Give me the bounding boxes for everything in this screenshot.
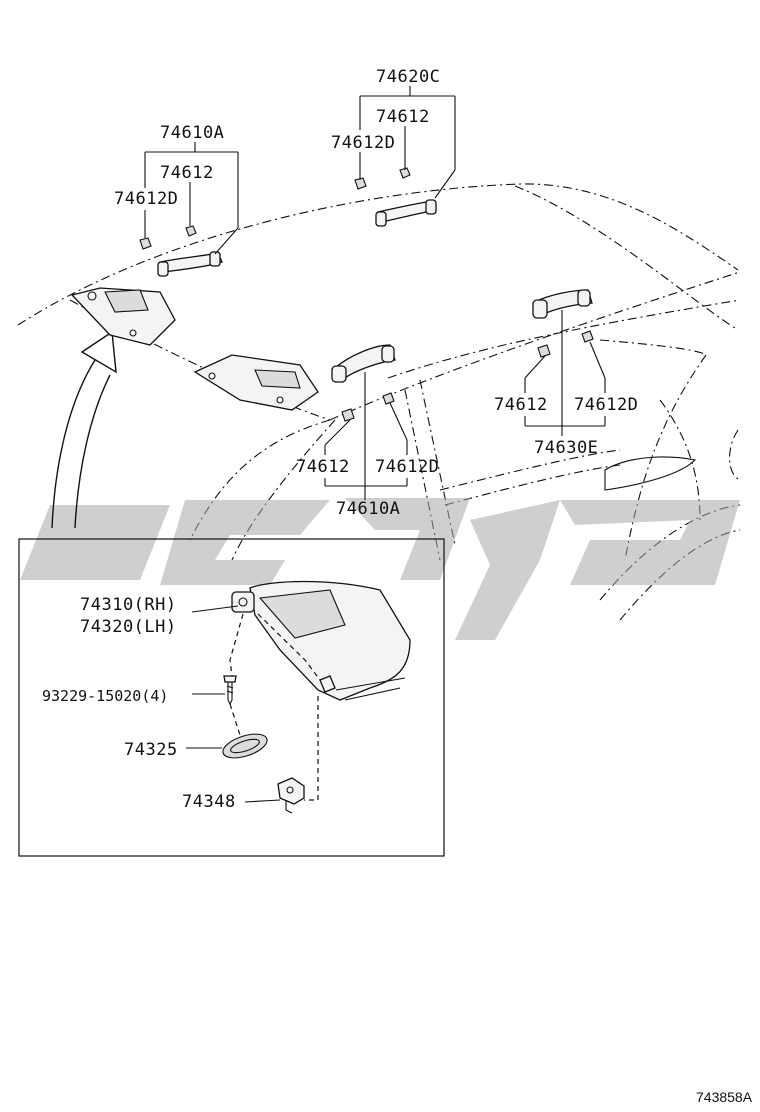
label-visor-holder: 74348 xyxy=(182,792,236,812)
visor-cover-part xyxy=(222,733,268,759)
label-visor-cover: 74325 xyxy=(124,740,178,760)
leaders-front-right xyxy=(359,86,456,199)
detail-inset-frame xyxy=(18,538,445,857)
visor-holder-part xyxy=(277,777,305,814)
label-visor-lh: 74320(LH) xyxy=(80,617,177,637)
watermark-logo xyxy=(20,498,740,640)
label-grip-clip-center: 74612D xyxy=(375,457,439,477)
assist-grip-rear xyxy=(532,289,594,358)
leaders-rear xyxy=(524,310,606,436)
callout-arrow xyxy=(51,330,117,529)
label-assist-grip-front-left: 74610A xyxy=(160,123,224,143)
assist-grip-center xyxy=(331,344,396,422)
label-grip-cover-rear: 74612 xyxy=(494,395,548,415)
label-assist-grip-rear: 74630E xyxy=(534,438,598,458)
label-grip-clip-front-right: 74612D xyxy=(331,133,395,153)
label-grip-cover-front-left: 74612 xyxy=(160,163,214,183)
label-grip-clip-rear: 74612D xyxy=(574,395,638,415)
label-visor-rh: 74310(RH) xyxy=(80,595,177,615)
label-screw: 93229-15020(4) xyxy=(42,687,168,705)
label-grip-cover-front-right: 74612 xyxy=(376,107,430,127)
label-assist-grip-front-right: 74620C xyxy=(376,67,440,87)
leaders-front-left xyxy=(144,142,239,255)
screw-part xyxy=(223,675,237,706)
label-assist-grip-center: 74610A xyxy=(336,499,400,519)
leaders-inset xyxy=(186,605,281,803)
assembly-lines xyxy=(229,613,321,801)
diagram-id: 743858A xyxy=(696,1089,753,1105)
leaders-center xyxy=(324,372,408,500)
visor-left-on-roof xyxy=(70,287,176,346)
label-grip-clip-front-left: 74612D xyxy=(114,189,178,209)
label-grip-cover-center: 74612 xyxy=(296,457,350,477)
sun-visor-detail xyxy=(231,580,411,701)
assist-grip-front-right xyxy=(354,167,437,227)
assist-grip-front-left xyxy=(139,225,223,277)
visor-right-on-roof xyxy=(193,354,319,411)
